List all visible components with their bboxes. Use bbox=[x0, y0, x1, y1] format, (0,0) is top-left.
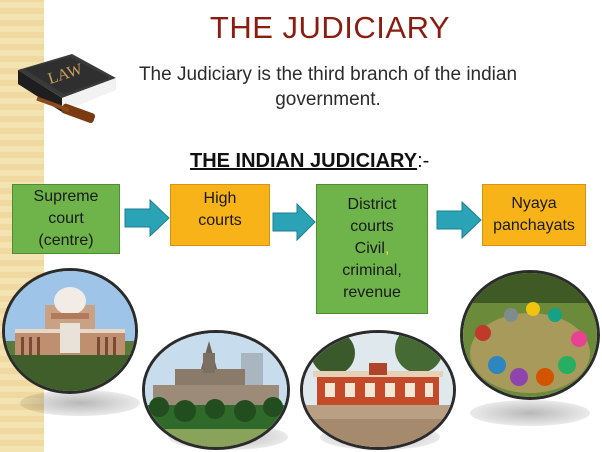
box-line: Nyaya bbox=[511, 195, 557, 212]
page-title: THE JUDICIARY bbox=[209, 10, 451, 45]
section-heading-text: THE INDIAN JUDICIARY bbox=[190, 150, 418, 172]
section-heading: THE INDIAN JUDICIARY:- bbox=[190, 150, 429, 173]
box-line: panchayats bbox=[493, 217, 575, 234]
box-line: revenue bbox=[343, 284, 401, 301]
arrow-right-icon bbox=[272, 202, 316, 242]
box-line: Civil bbox=[354, 240, 385, 257]
district-courts-box: District courts Civil, criminal, revenue bbox=[316, 184, 428, 314]
section-heading-suffix: :- bbox=[417, 150, 430, 172]
supreme-court-box: Supreme court (centre) bbox=[12, 184, 120, 254]
panchayat-photo bbox=[460, 270, 600, 400]
photo-shadow bbox=[470, 400, 590, 426]
box-line: District bbox=[347, 196, 397, 213]
civil-comma: , bbox=[384, 240, 390, 257]
box-line: courts bbox=[350, 218, 394, 235]
box-line: courts bbox=[198, 212, 242, 229]
box-line: (centre) bbox=[38, 232, 94, 249]
arrow-right-icon bbox=[124, 198, 170, 238]
page-subtitle: The Judiciary is the third branch of the… bbox=[118, 62, 538, 112]
photo-shadow bbox=[20, 390, 140, 416]
arrow-right-icon bbox=[436, 200, 482, 240]
high-courts-box: High courts bbox=[170, 184, 270, 246]
supreme-court-photo bbox=[2, 268, 138, 394]
box-line: Supreme bbox=[33, 188, 99, 205]
subtitle-line-1: The Judiciary is the third branch of the… bbox=[138, 64, 518, 85]
subtitle-line-2: government. bbox=[275, 89, 381, 110]
district-court-photo bbox=[300, 330, 456, 450]
nyaya-panchayats-box: Nyaya panchayats bbox=[482, 184, 586, 246]
high-court-photo bbox=[142, 330, 290, 450]
law-book-gavel-icon: LAW bbox=[18, 54, 116, 124]
box-line-civil: Civil, bbox=[342, 238, 402, 260]
box-line: High bbox=[203, 190, 237, 207]
box-line: criminal, bbox=[342, 262, 402, 279]
box-line: court bbox=[48, 210, 84, 227]
